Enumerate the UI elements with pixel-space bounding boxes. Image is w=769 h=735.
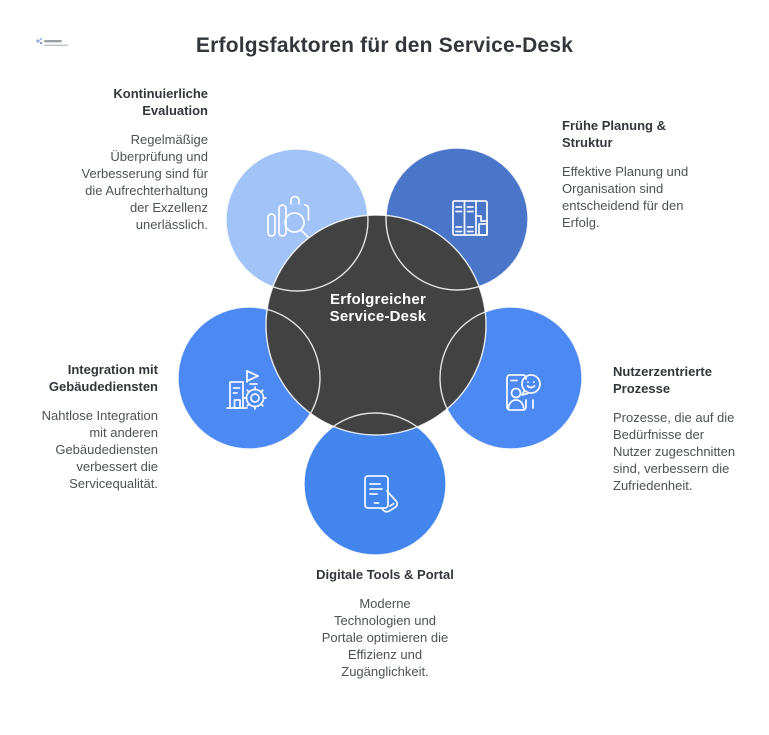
node-kontinuierliche-evaluation-ring bbox=[225, 148, 369, 292]
tablet-hand-icon bbox=[364, 475, 399, 513]
node-integration-label: Integration mit Gebäudediensten Nahtlose… bbox=[26, 361, 158, 492]
node-digitale-tools-label: Digitale Tools & Portal Moderne Technolo… bbox=[292, 566, 478, 680]
node-digitale-tools-ring bbox=[303, 412, 447, 556]
watermark-logo-icon bbox=[36, 37, 68, 47]
node-body: Prozesse, die auf die Bedürfnisse der Nu… bbox=[613, 410, 736, 493]
node-nutzerzentrierte-ring bbox=[439, 306, 583, 450]
center-circle bbox=[265, 214, 487, 436]
shelf-organizer-icon bbox=[452, 200, 488, 236]
node-body: Nahtlose Integration mit anderen Gebäude… bbox=[41, 408, 158, 491]
center-circle-label: Erfolgreicher Service-Desk bbox=[329, 291, 427, 325]
building-gear-icon bbox=[226, 370, 267, 410]
node-heading: Kontinuierliche Evaluation bbox=[113, 86, 208, 118]
node-heading: Frühe Planung & Struktur bbox=[562, 118, 666, 150]
node-body: Moderne Technologien und Portale optimie… bbox=[321, 596, 449, 679]
node-heading: Integration mit Gebäudediensten bbox=[48, 362, 158, 394]
node-nutzerzentrierte-label: Nutzerzentrierte Prozesse Prozesse, die … bbox=[613, 363, 755, 494]
node-body: Regelmäßige Überprüfung und Verbesserung… bbox=[81, 132, 208, 232]
node-fruehe-planung-ring bbox=[385, 147, 529, 291]
node-heading: Nutzerzentrierte Prozesse bbox=[613, 364, 712, 396]
page-title: Erfolgsfaktoren für den Service-Desk bbox=[195, 34, 574, 57]
node-kontinuierliche-evaluation-label: Kontinuierliche Evaluation Regelmäßige Ü… bbox=[52, 85, 208, 233]
phone-feedback-icon bbox=[506, 374, 541, 411]
node-body: Effektive Planung und Organisation sind … bbox=[562, 164, 689, 230]
node-fruehe-planung-label: Frühe Planung & Struktur Effektive Planu… bbox=[562, 117, 730, 231]
gear-teeth bbox=[243, 386, 267, 410]
watermark-logo bbox=[34, 36, 76, 52]
node-heading: Digitale Tools & Portal bbox=[316, 567, 454, 582]
node-integration-ring bbox=[177, 306, 321, 450]
bar-chart-magnifier-icon bbox=[267, 195, 310, 238]
